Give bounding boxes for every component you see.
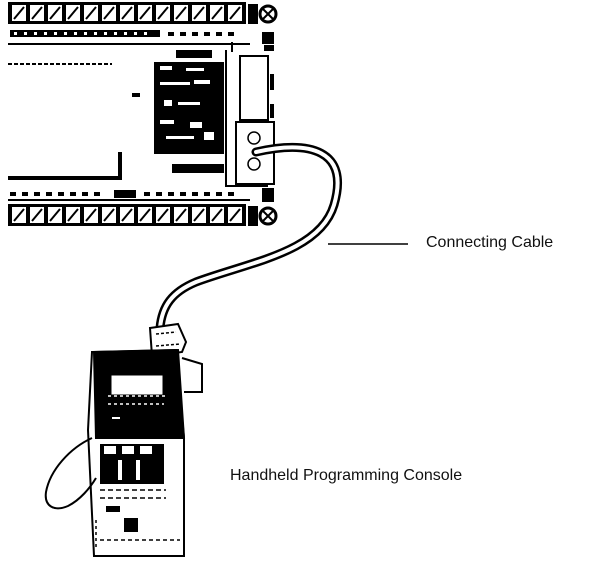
- console-strap: [44, 437, 97, 510]
- top-marker-row: [10, 30, 234, 37]
- top-terminal-strip: [8, 2, 278, 24]
- handheld-console-label: Handheld Programming Console: [230, 467, 463, 484]
- plc-unit: [8, 2, 278, 226]
- connecting-cable-label: Connecting Cable: [426, 234, 554, 251]
- connecting-cable: [155, 142, 343, 333]
- console-keypad: [95, 444, 180, 548]
- bottom-marker-row: [10, 188, 274, 202]
- plc-connector-housing: [225, 50, 275, 187]
- console-display-panel: [92, 348, 186, 439]
- bottom-terminal-strip: [8, 204, 278, 226]
- plc-body-outline: [8, 42, 250, 52]
- handheld-console: [44, 322, 203, 557]
